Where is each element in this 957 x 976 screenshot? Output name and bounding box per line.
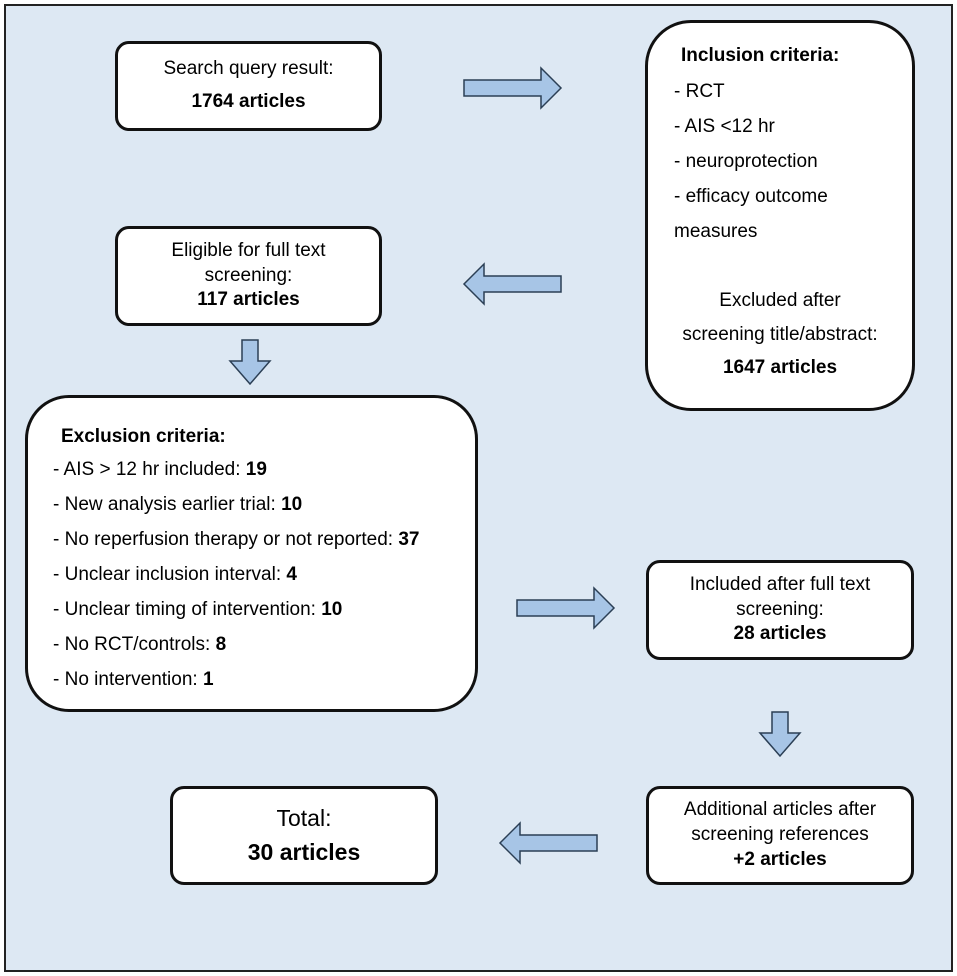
exclusion-item-label: - Unclear timing of intervention:	[53, 599, 322, 620]
exclusion-item-label: - No RCT/controls:	[53, 634, 216, 655]
exclusion-item-value: 1	[202, 669, 214, 690]
total-box: Total: 30 articles	[170, 786, 438, 885]
exclusion-item: - Unclear timing of intervention: 10	[53, 598, 342, 623]
excluded-title-abstract: Excluded after screening title/abstract:…	[648, 289, 912, 381]
exclusion-item: - No RCT/controls: 8	[53, 633, 226, 658]
exclusion-item-label: - No reperfusion therapy or not reported…	[53, 529, 399, 550]
exclusion-item-value: 10	[281, 494, 303, 515]
exclusion-item-value: 8	[215, 634, 227, 655]
inclusion-item: - neuroprotection	[674, 151, 818, 172]
exclusion-item-label: - New analysis earlier trial:	[53, 494, 282, 515]
inclusion-item: - RCT	[674, 81, 725, 102]
total-label: Total:	[276, 804, 332, 831]
arrow-down-icon	[228, 339, 272, 386]
included-box: Included after full text screening: 28 a…	[646, 560, 914, 660]
arrow-left-icon	[498, 821, 598, 865]
exclusion-title: Exclusion criteria:	[61, 426, 226, 447]
excluded-label: screening title/abstract:	[682, 323, 878, 345]
search-result-count: 1764 articles	[191, 91, 306, 112]
eligible-count: 117 articles	[197, 289, 300, 311]
arrow-down-icon	[758, 711, 802, 758]
included-label: screening:	[736, 598, 824, 620]
exclusion-item-label: - Unclear inclusion interval:	[53, 564, 287, 585]
search-result-label: Search query result:	[163, 58, 334, 80]
exclusion-item-label: - No intervention:	[53, 669, 203, 690]
inclusion-title: Inclusion criteria:	[681, 45, 840, 66]
inclusion-item: measures	[674, 221, 758, 242]
excluded-label: Excluded after	[719, 290, 841, 311]
included-count: 28 articles	[733, 623, 827, 645]
arrow-right-icon	[516, 586, 616, 630]
additional-box: Additional articles after screening refe…	[646, 786, 914, 885]
additional-label: Additional articles after	[683, 799, 877, 821]
exclusion-item: - No intervention: 1	[53, 668, 214, 693]
inclusion-item: - efficacy outcome	[674, 186, 828, 207]
eligible-box: Eligible for full text screening: 117 ar…	[115, 226, 382, 326]
exclusion-item-value: 19	[245, 459, 267, 480]
exclusion-item: - Unclear inclusion interval: 4	[53, 563, 297, 588]
eligible-label: screening:	[204, 264, 293, 286]
total-count: 30 articles	[247, 838, 361, 865]
eligible-label: Eligible for full text	[171, 239, 326, 261]
included-label: Included after full text	[689, 573, 871, 595]
arrow-right-icon	[463, 66, 563, 110]
exclusion-item: - New analysis earlier trial: 10	[53, 493, 302, 518]
exclusion-item-value: 4	[286, 564, 297, 585]
arrow-left-icon	[462, 262, 562, 306]
exclusion-item: - AIS > 12 hr included: 19	[53, 458, 267, 483]
inclusion-criteria-box: Inclusion criteria: - RCT - AIS <12 hr -…	[645, 20, 915, 411]
exclusion-item-label: - AIS > 12 hr included:	[53, 459, 246, 480]
additional-label: screening references	[691, 824, 869, 846]
excluded-count: 1647 articles	[722, 357, 838, 379]
additional-count: +2 articles	[733, 848, 827, 870]
search-result-box: Search query result: 1764 articles	[115, 41, 382, 131]
exclusion-criteria-box: Exclusion criteria: - AIS > 12 hr includ…	[25, 395, 478, 712]
exclusion-item: - No reperfusion therapy or not reported…	[53, 528, 420, 553]
exclusion-item-value: 10	[321, 599, 343, 620]
inclusion-item: - AIS <12 hr	[674, 116, 775, 137]
exclusion-item-value: 37	[398, 529, 420, 550]
